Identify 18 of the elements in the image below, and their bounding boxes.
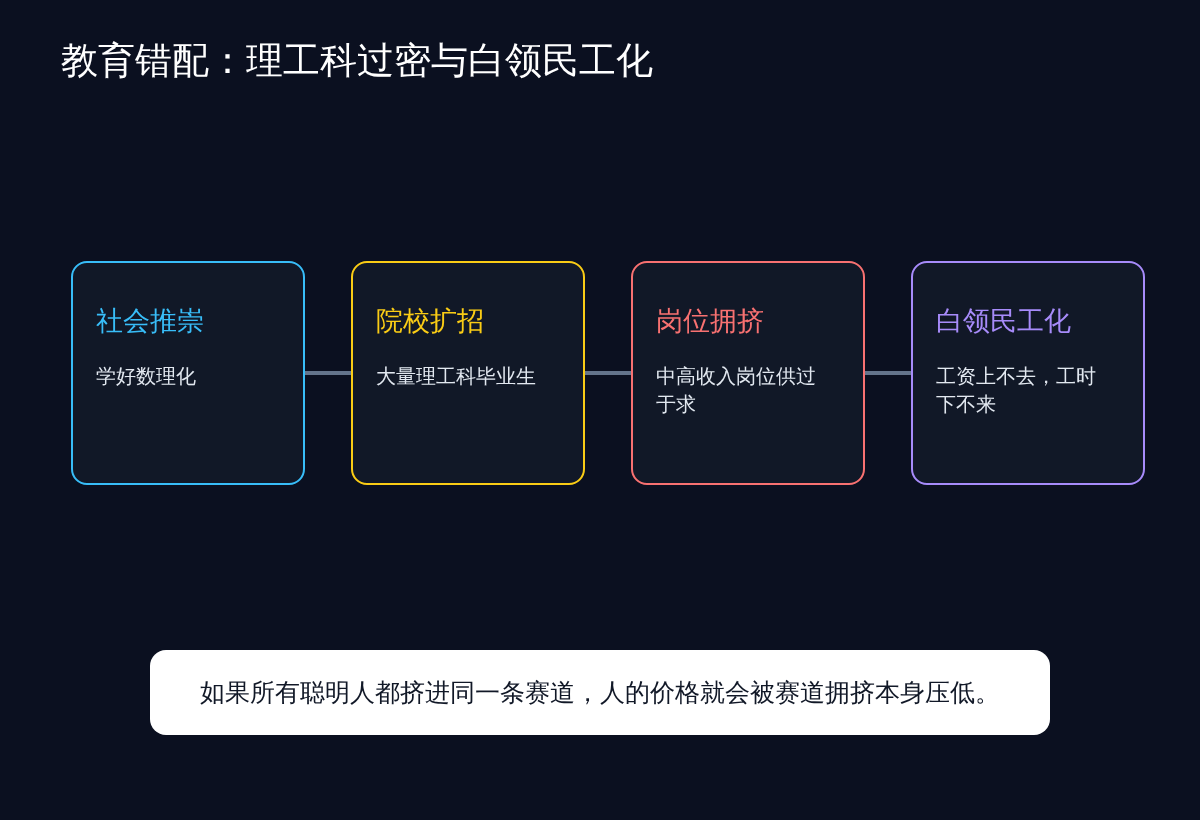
stage-card xyxy=(351,261,585,485)
card-text: 学好数理化 xyxy=(96,363,196,390)
card-heading: 社会推崇 xyxy=(96,304,204,338)
card-heading: 院校扩招 xyxy=(376,304,484,338)
connector-line xyxy=(585,371,631,375)
stage-card xyxy=(631,261,865,485)
card-text: 工资上不去，工时下不来 xyxy=(936,363,1097,418)
note-panel xyxy=(150,650,1050,735)
card-heading: 白领民工化 xyxy=(936,304,1071,338)
connector-line xyxy=(865,371,911,375)
note-text: 如果所有聪明人都挤进同一条赛道，人的价格就会被赛道拥挤本身压低。 xyxy=(200,676,1000,709)
card-text: 中高收入岗位供过于求 xyxy=(656,363,817,418)
stage-card xyxy=(911,261,1145,485)
card-heading: 岗位拥挤 xyxy=(656,304,764,338)
diagram-title: 教育错配：理工科过密与白领民工化 xyxy=(61,38,653,84)
stage-card xyxy=(71,261,305,485)
connector-line xyxy=(305,371,351,375)
card-text: 大量理工科毕业生 xyxy=(376,363,536,390)
